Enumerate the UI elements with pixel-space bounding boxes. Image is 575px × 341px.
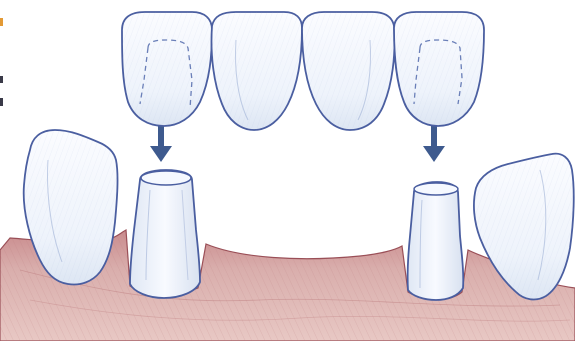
right-abutment — [408, 182, 464, 300]
bridge-crown-4 — [394, 12, 484, 126]
left-abutment — [130, 170, 200, 298]
left-down-arrow — [150, 126, 172, 162]
bridge-crown-1 — [122, 12, 212, 126]
bridge-crown-3 — [302, 12, 395, 130]
cropped-edge-marks — [0, 18, 3, 106]
right-down-arrow — [423, 126, 445, 162]
bridge-crown-2 — [211, 12, 302, 130]
bridge — [122, 12, 484, 130]
